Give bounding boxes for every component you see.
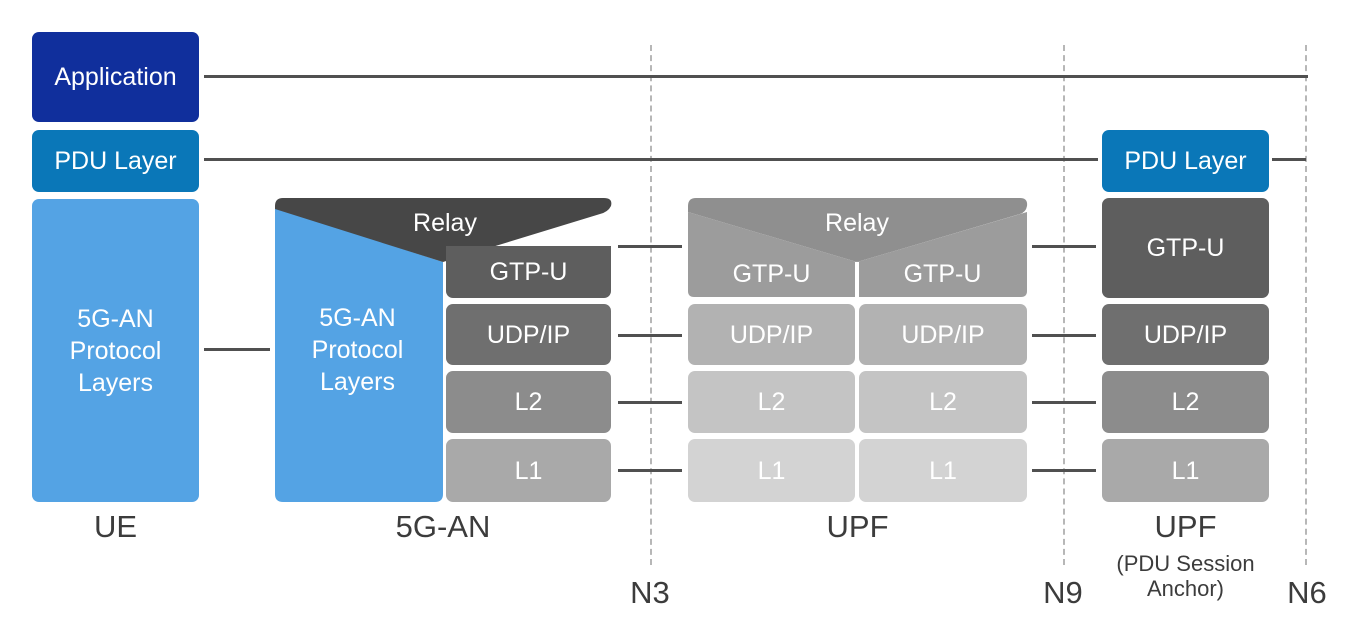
psa-gtp-u-layer: GTP-U [1102,198,1269,298]
n6-divider [1305,45,1307,565]
psa-label: UPF [1154,509,1217,544]
an-l2-layer: L2 [446,371,611,433]
pdu-peer-line [204,158,1098,161]
an-l1-layer: L1 [446,439,611,502]
upf-gtp-right-shape [857,212,1027,297]
upf-right-udp-ip-layer: UDP/IP [859,304,1027,365]
ue-an-link [204,348,270,351]
n9-gtp-link [1032,245,1096,248]
n9-l1-link [1032,469,1096,472]
ue-label: UE [93,509,138,544]
n9-divider [1063,45,1065,565]
upf-label: UPF [826,509,889,544]
upf-left-l2-layer: L2 [688,371,855,433]
upf-left-udp-ip-layer: UDP/IP [688,304,855,365]
an-gtp-u-layer: GTP-U [446,246,611,298]
n9-udp-link [1032,334,1096,337]
upf-gtp-left-shape [688,212,857,297]
n3-divider [650,45,652,565]
n9-l2-link [1032,401,1096,404]
an-udp-ip-layer: UDP/IP [446,304,611,365]
application-peer-line [204,75,1308,78]
n3-l2-link [618,401,682,404]
psa-pdu-layer: PDU Layer [1102,130,1269,192]
an-protocol-layers-shape [275,208,443,502]
upf-relay-shape [688,198,1028,262]
psa-l2-layer: L2 [1102,371,1269,433]
n3-gtp-link [618,245,682,248]
n3-udp-link [618,334,682,337]
upf-left-gtp-u-label: GTP-U [732,260,811,288]
an-relay-label: Relay [413,209,477,237]
n6-interface-label: N6 [1287,575,1327,610]
pdu-peer-line-tail [1272,158,1306,161]
an-relay-shape [275,198,612,262]
an-protocol-layers-label: 5G-AN Protocol Layers [311,304,404,396]
ue-pdu-layer: PDU Layer [32,130,199,192]
psa-udp-ip-layer: UDP/IP [1102,304,1269,365]
upf-right-gtp-u-label: GTP-U [903,260,982,288]
n3-l1-link [618,469,682,472]
ue-5g-an-protocol-layers: 5G-AN Protocol Layers [32,199,199,502]
psa-sublabel: (PDU Session Anchor) [1116,551,1255,601]
ue-application-layer: Application [32,32,199,122]
n9-interface-label: N9 [1043,575,1083,610]
upf-relay-label: Relay [825,209,889,237]
upf-left-l1-layer: L1 [688,439,855,502]
upf-right-l2-layer: L2 [859,371,1027,433]
psa-l1-layer: L1 [1102,439,1269,502]
an-label: 5G-AN [395,509,491,544]
n3-interface-label: N3 [630,575,670,610]
upf-right-l1-layer: L1 [859,439,1027,502]
